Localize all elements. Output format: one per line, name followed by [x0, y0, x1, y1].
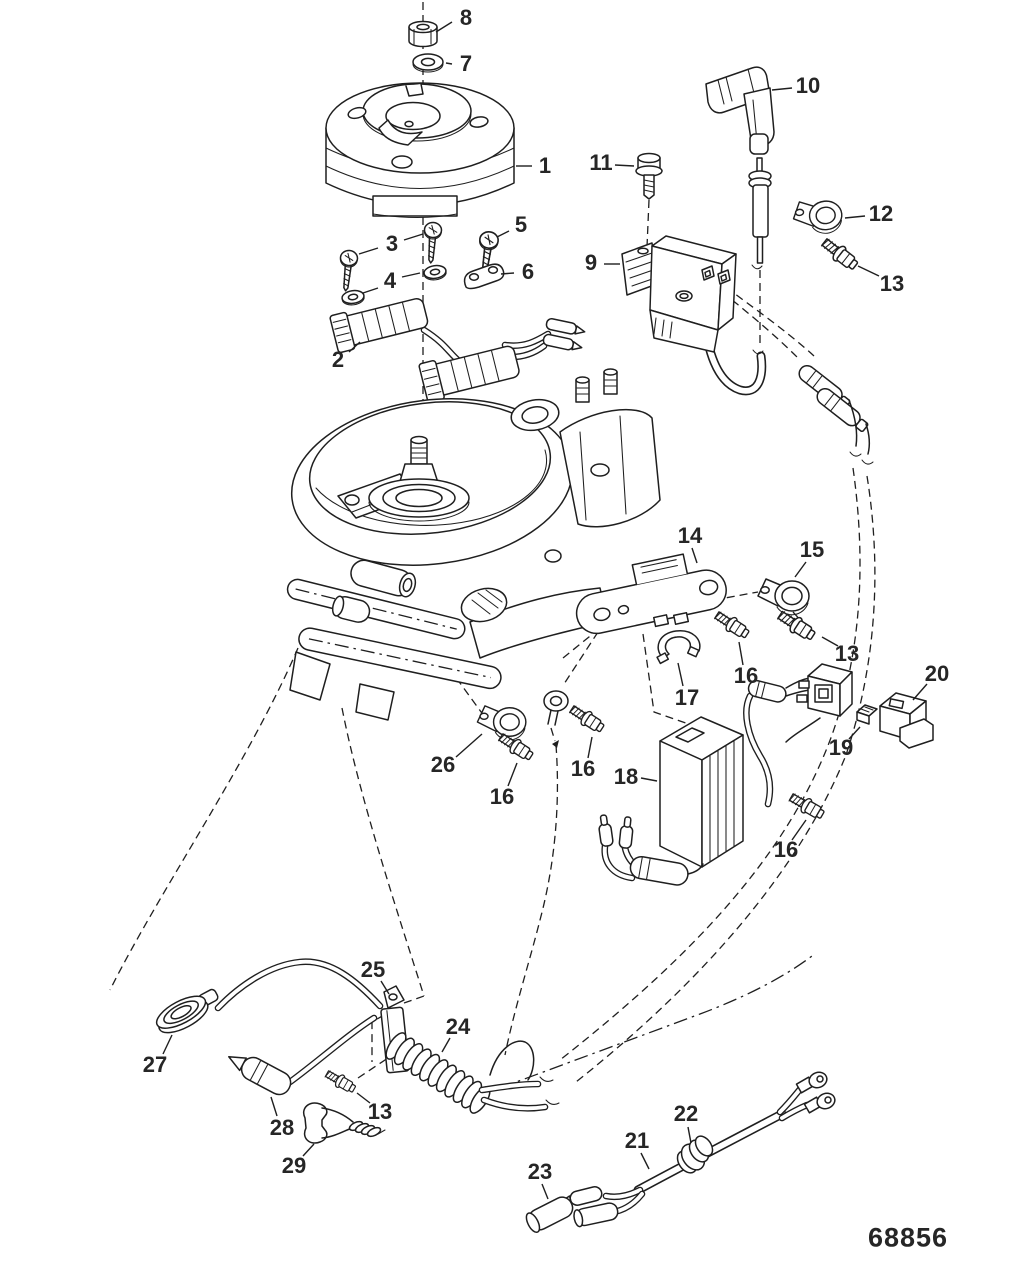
grommet-27 — [155, 988, 219, 1034]
wire-ferrule — [743, 677, 813, 808]
spark-plug-boot — [705, 66, 775, 155]
clamp-6 — [463, 263, 505, 290]
ring-terminal-a — [795, 1071, 828, 1094]
spring-24 — [385, 1032, 491, 1114]
flywheel-nut — [408, 20, 438, 48]
ignition-coil — [621, 235, 767, 396]
flywheel — [325, 82, 515, 219]
bracket-14 — [575, 553, 727, 635]
grommet-22 — [676, 1135, 714, 1174]
lower-harness — [155, 958, 560, 1114]
stator-bullet-b — [542, 333, 583, 351]
connector-19 — [856, 704, 878, 725]
sleeve-terminal — [573, 1202, 619, 1228]
coil-wire-connectors — [798, 364, 874, 465]
crankcase-boss — [350, 559, 417, 598]
head-studs — [575, 368, 618, 403]
drawing-number: 68856 — [867, 1222, 949, 1253]
spark-plug-lead — [748, 157, 772, 270]
flywheel-washer — [412, 53, 444, 73]
connector-housing — [785, 663, 853, 743]
clip-17 — [656, 630, 701, 665]
rectifier — [598, 716, 744, 886]
bolt-11 — [635, 152, 663, 200]
clip-29 — [303, 1102, 386, 1144]
crankshaft — [368, 435, 470, 522]
stator-bullet-a — [545, 318, 586, 335]
harness-21 — [549, 1071, 836, 1228]
ring-terminal-b — [803, 1092, 836, 1114]
sleeve-23 — [525, 1196, 574, 1234]
engine-block — [286, 368, 661, 721]
eyelet-terminal — [543, 690, 569, 748]
stator-coils — [329, 297, 586, 404]
bullet-28 — [228, 1056, 292, 1096]
